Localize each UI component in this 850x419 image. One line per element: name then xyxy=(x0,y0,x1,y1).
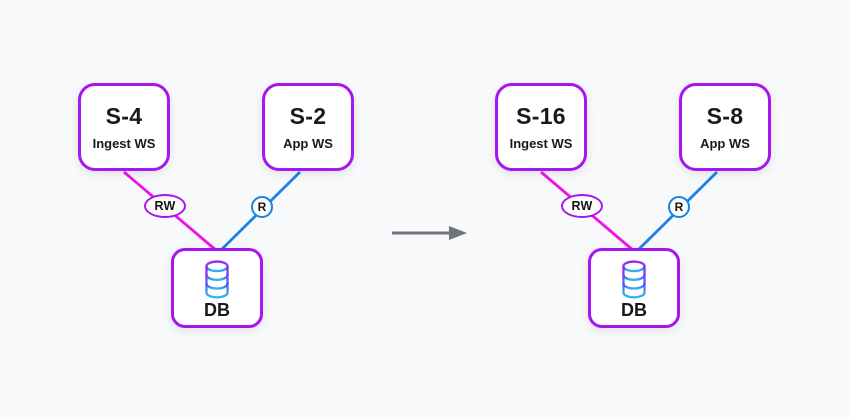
node-title: S-4 xyxy=(105,102,143,129)
edges-layer xyxy=(123,170,301,253)
node-title: S-8 xyxy=(706,102,744,129)
node-db: DB xyxy=(171,248,263,328)
db-label: DB xyxy=(621,299,647,320)
node-subtitle: App WS xyxy=(700,135,750,151)
rw-badge: RW xyxy=(144,194,186,218)
node-title: S-16 xyxy=(516,102,566,129)
node-subtitle: Ingest WS xyxy=(509,135,573,151)
node-title: S-2 xyxy=(289,102,327,129)
node-ingest-ws: S-16 Ingest WS xyxy=(495,83,587,171)
node-ingest-ws: S-4 Ingest WS xyxy=(78,83,170,171)
r-badge: R xyxy=(668,196,690,218)
node-subtitle: App WS xyxy=(283,135,333,151)
db-label: DB xyxy=(204,299,230,320)
r-badge: R xyxy=(251,196,273,218)
node-subtitle: Ingest WS xyxy=(92,135,156,151)
cluster-before: S-4 Ingest WS S-2 App WS RW R xyxy=(0,0,372,419)
edges-layer xyxy=(540,170,718,253)
node-app-ws: S-8 App WS xyxy=(679,83,771,171)
database-icon xyxy=(205,260,229,299)
rw-badge: RW xyxy=(561,194,603,218)
arrow-right-icon xyxy=(392,226,467,240)
cluster-after: S-16 Ingest WS S-8 App WS RW R xyxy=(417,0,789,419)
node-app-ws: S-2 App WS xyxy=(262,83,354,171)
node-db: DB xyxy=(588,248,680,328)
database-icon xyxy=(622,260,646,299)
